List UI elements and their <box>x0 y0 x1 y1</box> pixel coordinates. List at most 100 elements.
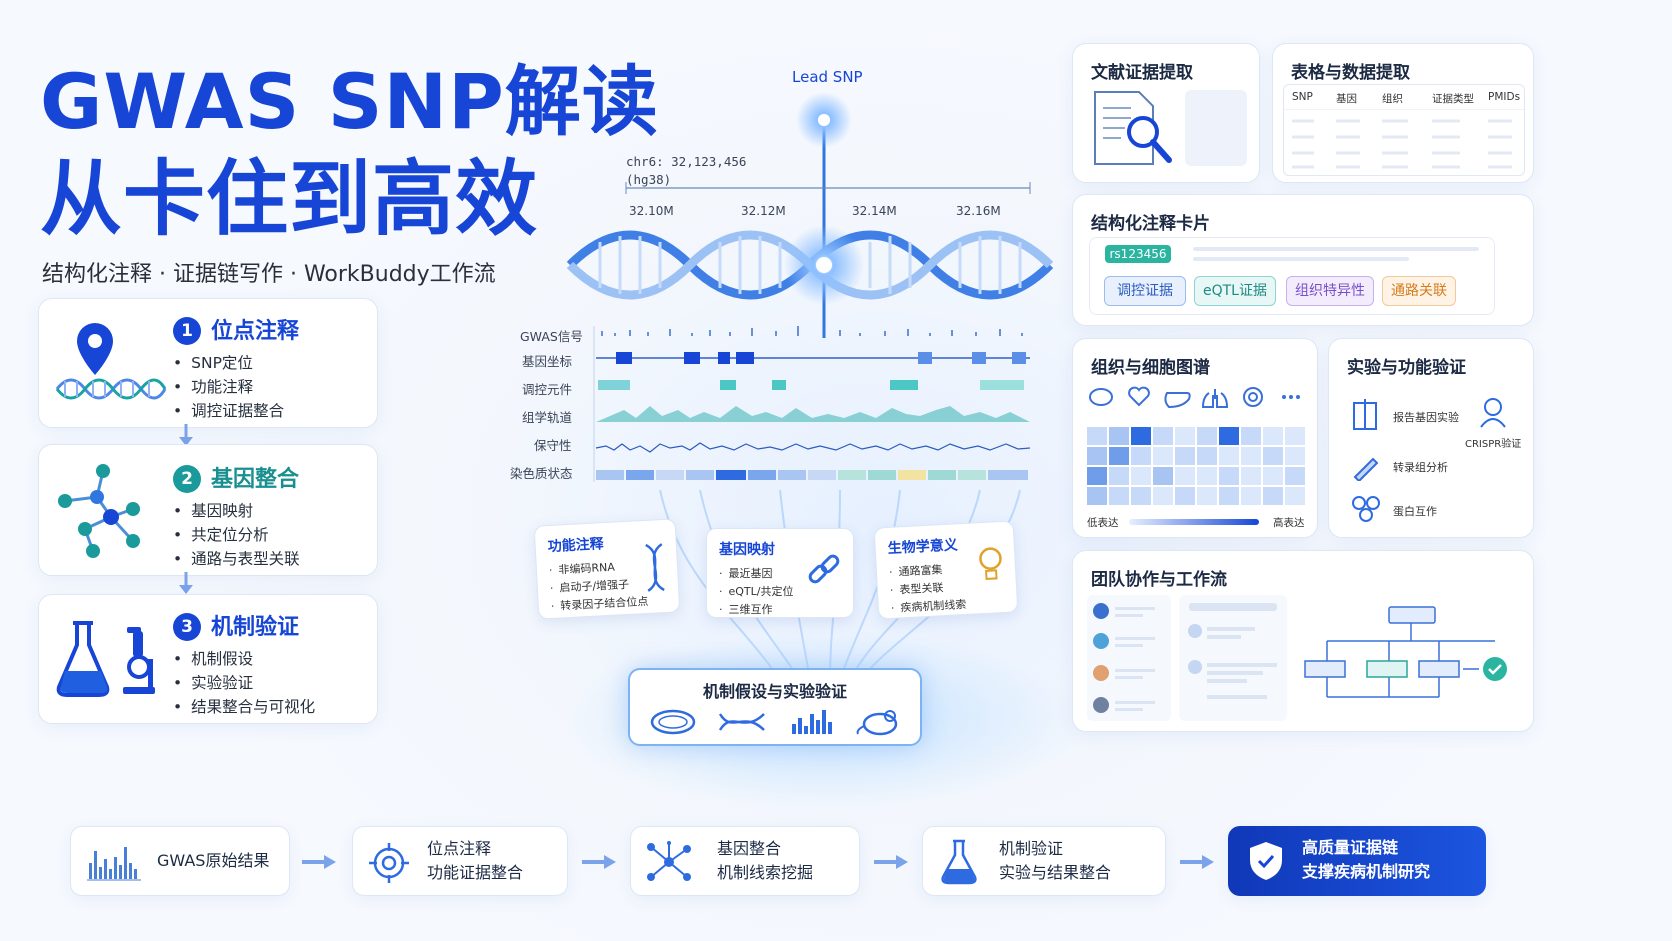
literature-card[interactable]: 文献证据提取 <box>1072 43 1260 183</box>
heatmap-cell <box>1263 427 1283 445</box>
heatmap-cell <box>1285 487 1305 505</box>
workflow-diagram <box>1304 606 1507 698</box>
right-arrow-icon <box>1180 855 1214 869</box>
down-arrow-icon <box>179 572 193 594</box>
list-item: 转录因子结合位点 <box>550 593 649 616</box>
low-expression-label: 低表达 <box>1087 517 1119 529</box>
heatmap-cell <box>1131 447 1151 465</box>
step-number: 2 <box>173 465 201 493</box>
heatmap-cell <box>1175 447 1195 465</box>
flask-microscope-icon <box>56 621 155 697</box>
step-number: 3 <box>173 613 201 641</box>
flow-label: 基因整合 <box>717 839 782 858</box>
heatmap-cell <box>1219 447 1239 465</box>
step-list: 基因映射 共定位分析 通路与表型关联 <box>173 499 300 571</box>
step-title: 位点注释 <box>211 319 300 344</box>
tag-regulatory[interactable]: 调控证据 <box>1104 276 1186 306</box>
target-icon <box>369 843 409 883</box>
heatmap-cell <box>1197 467 1217 485</box>
table-card[interactable]: 表格与数据提取 SNP 基因 组织 证据类型 PMIDs <box>1272 43 1534 183</box>
heatmap-cell <box>1153 487 1173 505</box>
flow-label: 位点注释 <box>427 839 492 858</box>
flow-step-gene[interactable]: 基因整合 机制线索挖掘 <box>630 826 860 896</box>
heatmap-cell <box>1241 447 1261 465</box>
list-item: 三维互作 <box>719 601 793 619</box>
table-header: 组织 <box>1382 93 1403 105</box>
table-header: PMIDs <box>1488 91 1521 103</box>
flask-icon <box>941 839 977 885</box>
flow-step-mechanism[interactable]: 机制验证 实验与结果整合 <box>922 826 1166 896</box>
avatar-list <box>1093 603 1155 713</box>
exp-item: 报告基因实验 <box>1393 411 1459 424</box>
flow-step-annotation[interactable]: 位点注释 功能证据整合 <box>352 826 568 896</box>
tag-pathway[interactable]: 通路关联 <box>1382 276 1456 306</box>
heatmap-cell <box>1263 487 1283 505</box>
heatmap-cell <box>1241 467 1261 485</box>
heatmap-cell <box>1197 487 1217 505</box>
flow-sublabel: 支撑疾病机制研究 <box>1302 862 1431 881</box>
flow-label: GWAS原始结果 <box>157 851 270 870</box>
lightbulb-icon <box>979 547 1002 580</box>
shield-check-icon <box>1250 842 1282 880</box>
step-card-2[interactable]: 2 基因整合 基因映射 共定位分析 通路与表型关联 <box>38 444 378 576</box>
tick-label: 32.12M <box>741 204 786 218</box>
mini-card-function[interactable]: 功能注释 非编码RNA启动子/增强子转录因子结合位点 <box>533 518 681 620</box>
high-expression-label: 高表达 <box>1273 517 1305 529</box>
exp-item: 蛋白互作 <box>1393 505 1437 518</box>
main-title-line2: 从卡住到高效 <box>40 152 539 247</box>
table-header: 基因 <box>1336 93 1357 105</box>
heatmap-cell <box>1285 427 1305 445</box>
heatmap-cell <box>1241 487 1261 505</box>
flow-sublabel: 实验与结果整合 <box>999 863 1112 882</box>
list-item: 共定位分析 <box>173 523 300 547</box>
experiment-card[interactable]: 实验与功能验证 报告基因实验 CRISPR验证 转录组分析 蛋白互作 <box>1328 338 1534 538</box>
pipette-icon <box>1353 457 1379 481</box>
heatmap-cell <box>1087 447 1107 465</box>
card-title: 文献证据提取 <box>1091 63 1193 83</box>
card-title: 组织与细胞图谱 <box>1091 358 1210 378</box>
tag-tissue[interactable]: 组织特异性 <box>1286 276 1374 306</box>
down-arrow-icon <box>179 424 193 446</box>
heatmap-cell <box>1175 427 1195 445</box>
track-label: 基因坐标 <box>522 354 573 369</box>
list-item: 通路与表型关联 <box>173 547 300 571</box>
heatmap-cell <box>1109 467 1129 485</box>
flow-step-gwas[interactable]: GWAS原始结果 <box>70 826 290 896</box>
dna-icon <box>645 543 665 592</box>
step-list: SNP定位 功能注释 调控证据整合 <box>173 351 299 423</box>
heatmap-cell <box>1263 447 1283 465</box>
table-header: SNP <box>1292 91 1313 103</box>
hub-card[interactable]: 机制假设与实验验证 <box>628 668 922 746</box>
brain-icon <box>1089 388 1113 406</box>
step-title: 基因整合 <box>211 467 300 492</box>
card-title: 结构化注释卡片 <box>1091 214 1210 234</box>
flow-label: 机制验证 <box>999 839 1064 858</box>
hub-title: 机制假设与实验验证 <box>702 682 847 701</box>
network-icon <box>647 841 691 881</box>
list-item: 最近基因 <box>719 565 793 583</box>
genome-build-label: (hg38) <box>626 172 672 187</box>
lung-icon <box>1201 389 1229 408</box>
team-card[interactable]: 团队协作与工作流 <box>1072 550 1534 732</box>
tissue-card[interactable]: 组织与细胞图谱 低表达 高表达 <box>1072 338 1318 538</box>
data-table: SNP 基因 组织 证据类型 PMIDs <box>1283 84 1526 176</box>
card-title: 表格与数据提取 <box>1291 63 1410 83</box>
heatmap-cell <box>1153 467 1173 485</box>
heatmap-cell <box>1197 447 1217 465</box>
heatmap-cell <box>1131 487 1151 505</box>
list-item: 功能注释 <box>173 375 299 399</box>
tag-eqtl[interactable]: eQTL证据 <box>1194 276 1276 306</box>
annotation-card[interactable]: 结构化注释卡片 rs123456 <box>1072 194 1534 326</box>
mini-card-gene-mapping[interactable]: 基因映射 最近基因eQTL/共定位三维互作 <box>706 528 854 618</box>
protein-interaction-icon <box>1352 496 1380 522</box>
list-item: 基因映射 <box>173 499 300 523</box>
mini-card-biology[interactable]: 生物学意义 通路富集表型关联疾病机制线索 <box>873 520 1019 620</box>
flow-step-evidence[interactable]: 高质量证据链 支撑疾病机制研究 <box>1228 826 1486 896</box>
heart-icon <box>1128 386 1150 407</box>
list-item: 调控证据整合 <box>173 399 299 423</box>
heatmap-cell <box>1219 467 1239 485</box>
list-item: 实验验证 <box>173 671 315 695</box>
heatmap-cell <box>1109 447 1129 465</box>
